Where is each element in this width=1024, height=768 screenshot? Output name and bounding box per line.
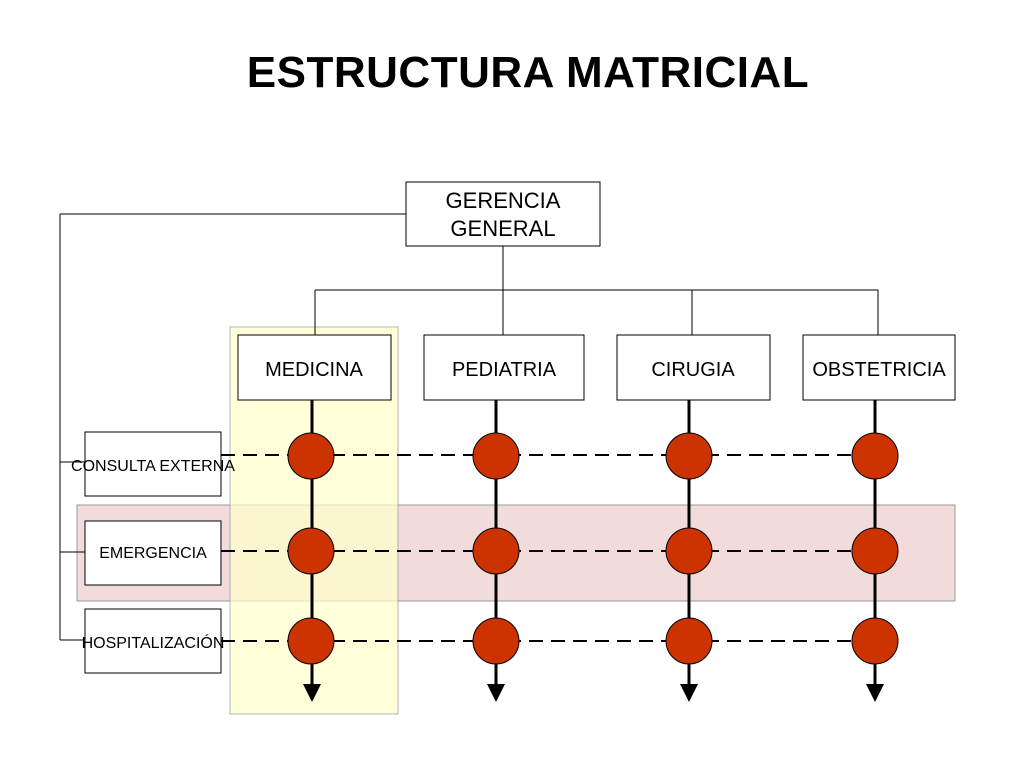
- department-box-pediatria: PEDIATRIA: [423, 334, 585, 401]
- department-box-obstetricia: OBSTETRICIA: [802, 334, 956, 401]
- node-obstetricia-emergencia: [851, 527, 899, 575]
- gerencia-general-box: GERENCIA GENERAL: [405, 181, 601, 247]
- node-pediatria-emergencia: [472, 527, 520, 575]
- service-label: EMERGENCIA: [99, 545, 207, 562]
- service-label: CONSULTA EXTERNA: [71, 458, 235, 475]
- department-label: CIRUGIA: [651, 359, 735, 381]
- slide-title: ESTRUCTURA MATRICIAL: [246, 48, 810, 97]
- service-box-emergencia: EMERGENCIA: [84, 520, 222, 586]
- node-obstetricia-consulta: [851, 432, 899, 480]
- node-pediatria-consulta: [472, 432, 520, 480]
- service-box-hospitalizacion: HOSPITALIZACIÓN: [82, 608, 225, 674]
- node-cirugia-hospitalizacion: [665, 617, 713, 665]
- node-obstetricia-hospitalizacion: [851, 617, 899, 665]
- service-label: HOSPITALIZACIÓN: [82, 633, 225, 652]
- node-medicina-consulta: [287, 432, 335, 480]
- gerencia-line1: GERENCIA: [446, 188, 561, 213]
- node-pediatria-hospitalizacion: [472, 617, 520, 665]
- department-box-cirugia: CIRUGIA: [616, 334, 771, 401]
- service-box-consulta-externa: CONSULTA EXTERNA: [71, 431, 235, 497]
- hierarchy-connectors: [59, 213, 879, 641]
- department-label: MEDICINA: [265, 359, 363, 381]
- intersection-nodes: [287, 432, 899, 665]
- department-label: PEDIATRIA: [452, 359, 557, 381]
- gerencia-line2: GENERAL: [450, 216, 555, 241]
- node-cirugia-emergencia: [665, 527, 713, 575]
- department-box-medicina: MEDICINA: [237, 334, 392, 401]
- node-medicina-hospitalizacion: [287, 617, 335, 665]
- node-cirugia-consulta: [665, 432, 713, 480]
- department-label: OBSTETRICIA: [812, 359, 946, 381]
- node-medicina-emergencia: [287, 527, 335, 575]
